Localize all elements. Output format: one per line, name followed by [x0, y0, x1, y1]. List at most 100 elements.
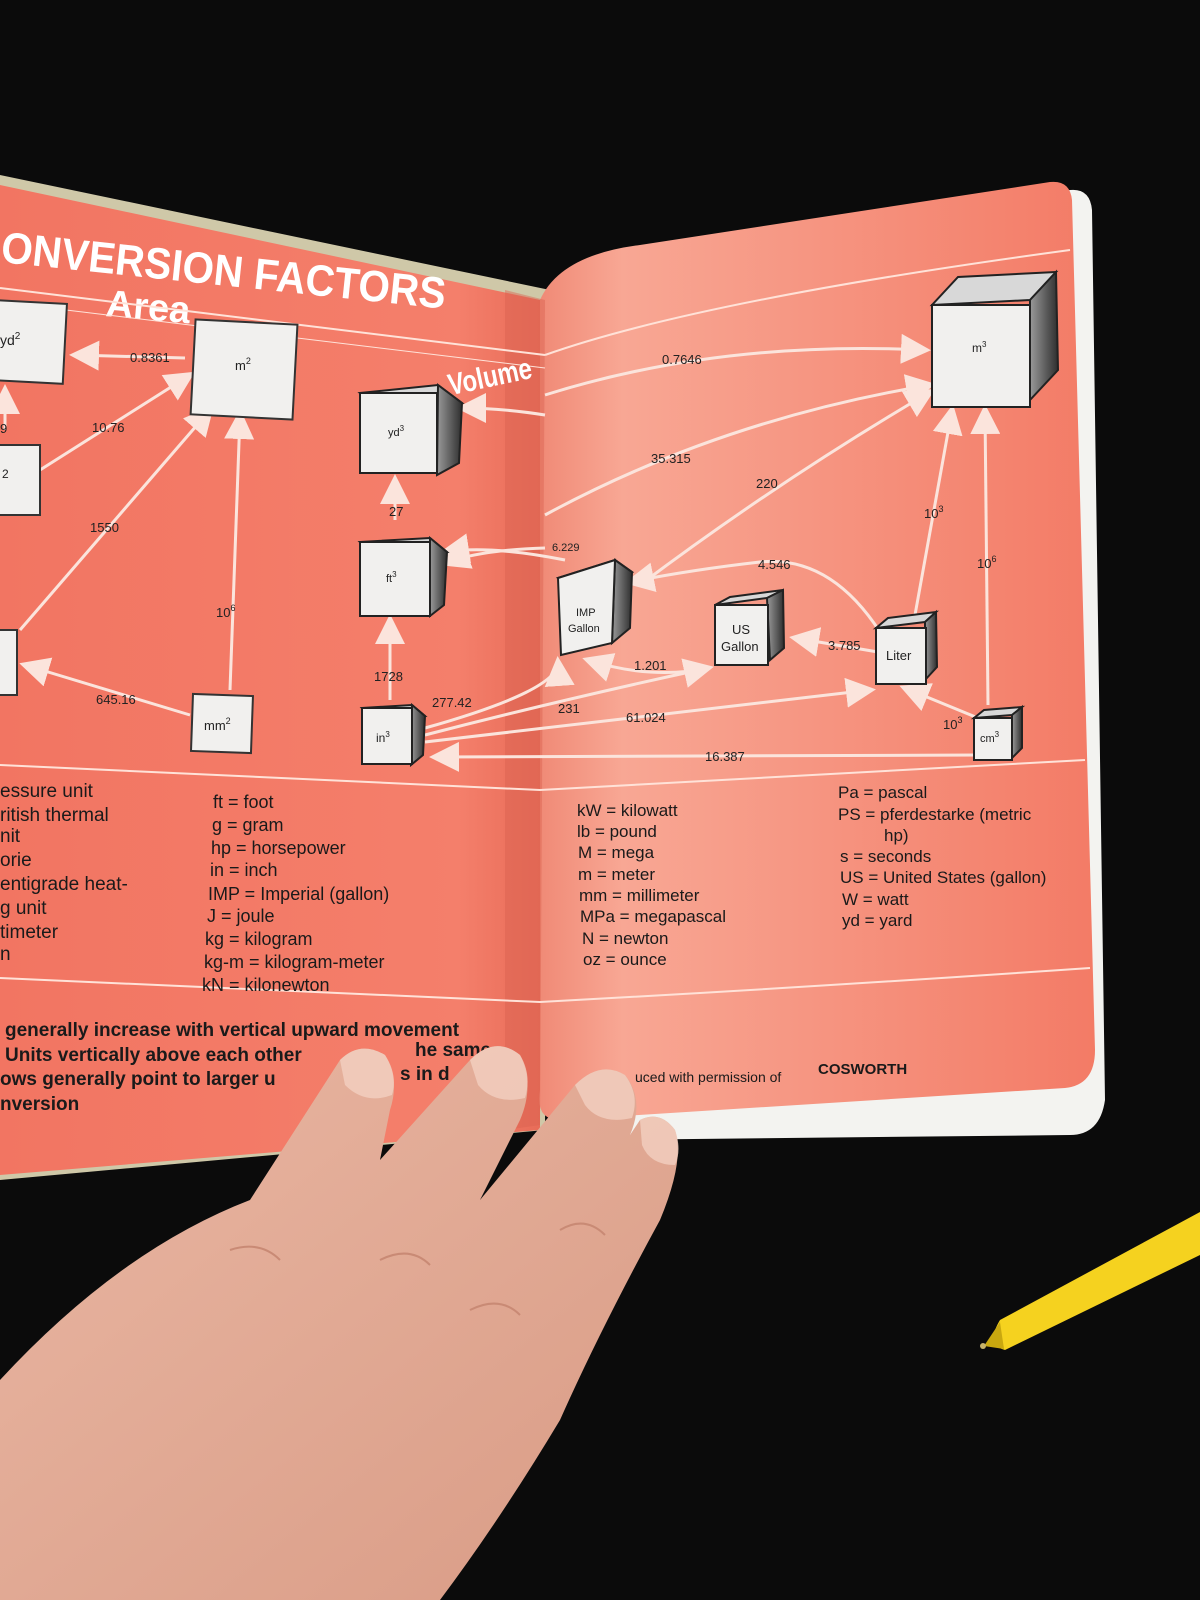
svg-text:mm = millimeter: mm = millimeter — [579, 886, 700, 905]
svg-text:Gallon: Gallon — [568, 623, 600, 635]
svg-text:Gallon: Gallon — [721, 639, 759, 654]
area-heading: Area — [104, 283, 193, 332]
svg-text:entigrade heat-: entigrade heat- — [0, 874, 128, 895]
svg-text:Pa = pascal: Pa = pascal — [838, 783, 927, 802]
factor-10-6: 106 — [977, 554, 996, 571]
factor-231: 231 — [558, 701, 580, 716]
svg-text:in = inch: in = inch — [210, 860, 278, 880]
svg-text:hp = horsepower: hp = horsepower — [211, 838, 346, 858]
svg-text:ft = foot: ft = foot — [213, 792, 274, 812]
svg-text:2: 2 — [2, 467, 9, 481]
svg-text:kW = kilowatt: kW = kilowatt — [577, 801, 678, 820]
svg-text:US: US — [732, 622, 750, 637]
svg-text:yd3: yd3 — [388, 424, 405, 439]
box-mm2: mm2 — [189, 692, 254, 755]
box-left-low — [0, 629, 18, 696]
svg-text:s = seconds: s = seconds — [840, 847, 931, 866]
factor-277-42: 277.42 — [432, 695, 472, 710]
glossary-right-column-2: Pa = pascal PS = pferdestarke (metric hp… — [838, 783, 1046, 930]
svg-text:he same: he same — [415, 1040, 491, 1061]
factor-1-201: 1.201 — [634, 658, 667, 673]
factor-6-229: 6.229 — [552, 542, 580, 554]
svg-text:m3: m3 — [972, 340, 987, 355]
hand — [0, 1046, 679, 1600]
cube-liter: Liter — [872, 609, 940, 685]
svg-text:timeter: timeter — [0, 922, 59, 943]
svg-text:MPa = megapascal: MPa = megapascal — [580, 907, 726, 926]
svg-text:cm3: cm3 — [980, 730, 1000, 745]
svg-text:kg-m = kilogram-meter: kg-m = kilogram-meter — [204, 952, 385, 972]
notes-text: generally increase with vertical upward … — [0, 1020, 491, 1115]
factor-10-6: 106 — [216, 603, 235, 620]
cube-cm3: cm3 — [970, 704, 1026, 761]
factor-3-785: 3.785 — [828, 638, 861, 653]
svg-text:generally increase with vertic: generally increase with vertical upward … — [5, 1020, 460, 1041]
svg-text:PS = pferdestarke (metric: PS = pferdestarke (metric — [838, 805, 1032, 824]
footer-brand: COSWORTH — [818, 1061, 907, 1078]
factor-27: 27 — [389, 504, 403, 519]
svg-text:hp): hp) — [884, 826, 909, 845]
svg-text:IMP = Imperial (gallon): IMP = Imperial (gallon) — [208, 884, 389, 904]
svg-text:essure unit: essure unit — [0, 781, 94, 802]
svg-text:nit: nit — [0, 826, 21, 847]
svg-text:ritish thermal: ritish thermal — [0, 805, 109, 826]
svg-text:kN = kilonewton: kN = kilonewton — [202, 975, 330, 995]
glossary-rule-bottom — [0, 967, 1091, 1004]
glossary-left-column: ft = foot g = gram hp = horsepower in = … — [202, 792, 389, 995]
factor-4-546: 4.546 — [758, 557, 791, 572]
cube-m3: m3 — [929, 269, 1060, 408]
factor-61-024: 61.024 — [626, 710, 666, 725]
svg-text:Liter: Liter — [886, 648, 912, 663]
svg-text:J = joule: J = joule — [207, 906, 275, 926]
box-m2: m2 — [189, 318, 299, 421]
box-left-mid: 2 — [0, 444, 41, 516]
pen — [980, 1212, 1200, 1350]
box-yd2: yd2 — [0, 298, 68, 385]
factor-0-7646: 0.7646 — [662, 352, 702, 367]
svg-text:n: n — [0, 944, 11, 965]
svg-text:W = watt: W = watt — [842, 890, 909, 909]
svg-text:kg = kilogram: kg = kilogram — [205, 929, 313, 949]
factor-645-16: 645.16 — [96, 692, 136, 707]
svg-text:Units vertically above each ot: Units vertically above each other — [5, 1045, 302, 1066]
svg-text:ows generally point to larger: ows generally point to larger u — [0, 1069, 276, 1090]
glossary-rule-top — [0, 759, 1086, 792]
svg-text:g = gram: g = gram — [212, 815, 284, 835]
svg-text:mm2: mm2 — [204, 716, 231, 733]
factor-1550: 1550 — [90, 520, 119, 535]
glossary-right-column-1: kW = kilowatt lb = pound M = mega m = me… — [577, 801, 726, 969]
svg-text:m = meter: m = meter — [578, 865, 655, 884]
svg-text:nversion: nversion — [0, 1094, 79, 1115]
cube-ft3: ft3 — [357, 535, 450, 619]
factor-9: 9 — [0, 421, 7, 436]
svg-text:lb = pound: lb = pound — [577, 822, 657, 841]
svg-text:M = mega: M = mega — [578, 843, 655, 862]
cube-yd3: yd3 — [357, 383, 465, 477]
area-diagram: yd2 m2 2 mm2 0.8361 10.76 9 1550 106 645… — [0, 298, 299, 755]
footer-credit: uced with permission of — [635, 1069, 781, 1085]
factor-220: 220 — [756, 476, 778, 491]
factor-16-387: 16.387 — [705, 749, 745, 764]
svg-text:orie: orie — [0, 850, 32, 871]
svg-text:IMP: IMP — [576, 607, 596, 619]
svg-text:yd = yard: yd = yard — [842, 911, 912, 930]
title-rule — [0, 287, 546, 356]
svg-text:oz = ounce: oz = ounce — [583, 950, 667, 969]
svg-text:yd2: yd2 — [0, 331, 21, 348]
volume-rule — [544, 249, 1071, 356]
svg-text:in3: in3 — [376, 730, 390, 745]
factor-10-3-top: 103 — [924, 504, 943, 521]
volume-diagram: yd3 ft3 in3 IMP Gallon US — [357, 269, 1060, 772]
svg-text:g unit: g unit — [0, 898, 47, 919]
factor-10-76: 10.76 — [92, 420, 125, 435]
svg-text:m2: m2 — [235, 356, 251, 373]
svg-text:US = United States (gallon): US = United States (gallon) — [840, 868, 1046, 887]
cube-imp-gallon: IMP Gallon — [555, 558, 635, 657]
factor-35-315: 35.315 — [651, 451, 691, 466]
factor-1728: 1728 — [374, 669, 403, 684]
glossary-left-partial: essure unit ritish thermal nit orie enti… — [0, 781, 128, 965]
svg-text:N = newton: N = newton — [582, 929, 668, 948]
cube-us-gallon: US Gallon — [714, 588, 786, 666]
svg-text:s in d: s in d — [400, 1064, 450, 1085]
